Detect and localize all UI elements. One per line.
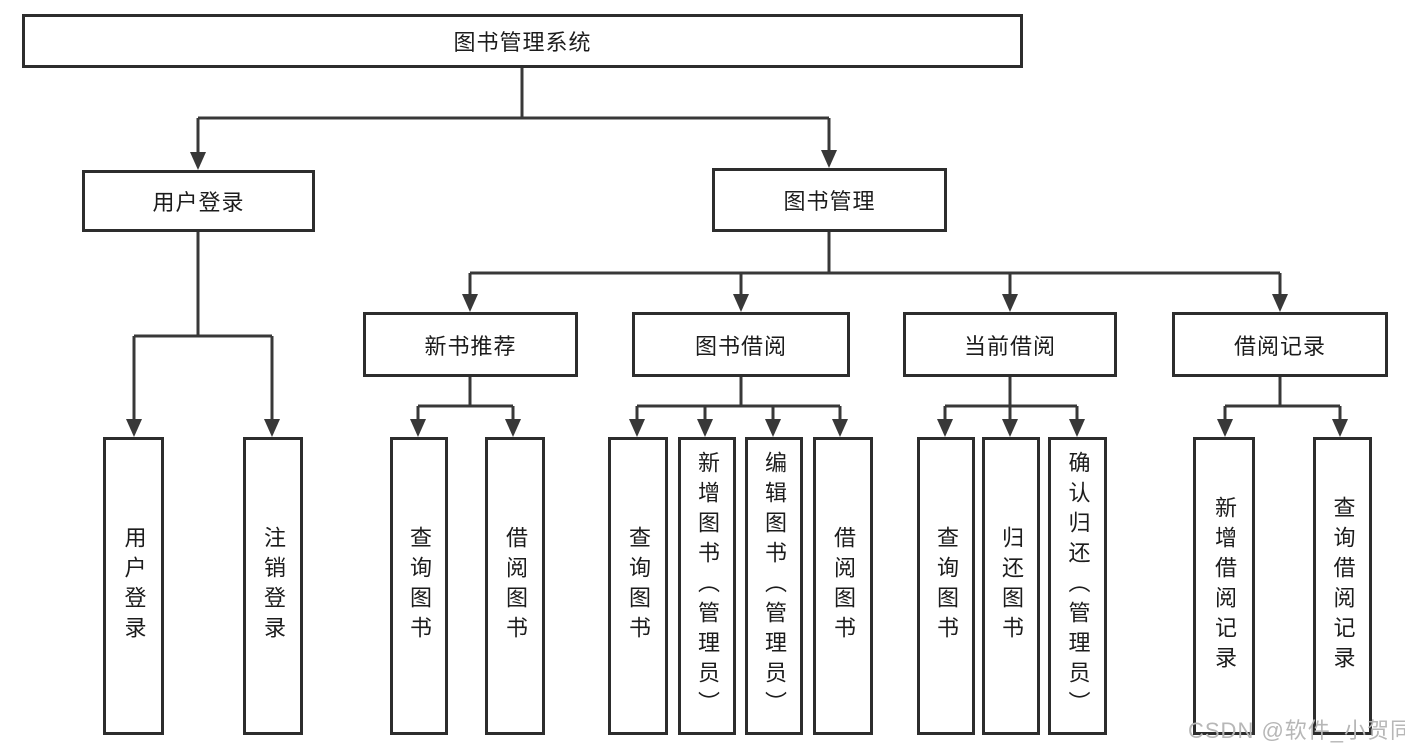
leaf-confirm-return-admin-label: 确认归还（管理员） bbox=[1065, 451, 1091, 721]
arrowheads bbox=[126, 150, 1348, 437]
node-current-borrowing: 当前借阅 bbox=[903, 312, 1117, 377]
node-root-label: 图书管理系统 bbox=[453, 30, 592, 55]
node-book-borrowing-label: 图书借阅 bbox=[694, 333, 787, 359]
leaf-user-login-label: 用户登录 bbox=[121, 526, 147, 646]
leaf-user-login: 用户登录 bbox=[103, 437, 164, 735]
leaf-query-books-recommend-label: 查询图书 bbox=[407, 526, 432, 646]
leaf-add-books-admin-label: 新增图书（管理员） bbox=[695, 451, 720, 721]
node-borrowing-records-label: 借阅记录 bbox=[1233, 333, 1326, 359]
leaf-query-books-recommend: 查询图书 bbox=[390, 437, 448, 735]
leaf-query-borrow-record-label: 查询借阅记录 bbox=[1330, 496, 1356, 676]
leaf-add-books-admin: 新增图书（管理员） bbox=[678, 437, 736, 735]
leaf-borrow-books: 借阅图书 bbox=[813, 437, 873, 735]
leaf-add-borrow-record: 新增借阅记录 bbox=[1193, 437, 1255, 735]
leaf-return-books-label: 归还图书 bbox=[999, 526, 1024, 646]
node-current-borrowing-label: 当前借阅 bbox=[963, 333, 1056, 359]
leaf-edit-books-admin: 编辑图书（管理员） bbox=[745, 437, 803, 735]
leaf-query-books-borrowing: 查询图书 bbox=[608, 437, 668, 735]
node-new-book-recommendation: 新书推荐 bbox=[363, 312, 578, 377]
node-user-login-label: 用户登录 bbox=[152, 190, 245, 215]
leaf-logout: 注销登录 bbox=[243, 437, 303, 735]
leaf-borrow-books-label: 借阅图书 bbox=[831, 526, 856, 646]
node-new-book-recommendation-label: 新书推荐 bbox=[424, 333, 517, 359]
node-book-borrowing: 图书借阅 bbox=[632, 312, 850, 377]
leaf-borrow-books-recommend-label: 借阅图书 bbox=[503, 526, 528, 646]
leaf-logout-label: 注销登录 bbox=[261, 526, 286, 646]
node-user-login: 用户登录 bbox=[82, 170, 315, 232]
leaf-return-books: 归还图书 bbox=[982, 437, 1040, 735]
leaf-edit-books-admin-label: 编辑图书（管理员） bbox=[762, 451, 787, 721]
leaf-borrow-books-recommend: 借阅图书 bbox=[485, 437, 545, 735]
leaf-query-borrow-record: 查询借阅记录 bbox=[1313, 437, 1372, 735]
leaf-query-books-current: 查询图书 bbox=[917, 437, 975, 735]
node-root: 图书管理系统 bbox=[22, 14, 1023, 68]
leaf-confirm-return-admin: 确认归还（管理员） bbox=[1048, 437, 1107, 735]
node-borrowing-records: 借阅记录 bbox=[1172, 312, 1388, 377]
node-book-management: 图书管理 bbox=[712, 168, 947, 232]
leaf-query-books-current-label: 查询图书 bbox=[934, 526, 959, 646]
node-book-management-label: 图书管理 bbox=[783, 189, 876, 214]
watermark: CSDN @软件_小贺同学 bbox=[1188, 718, 1405, 743]
leaf-query-books-borrowing-label: 查询图书 bbox=[626, 526, 651, 646]
leaf-add-borrow-record-label: 新增借阅记录 bbox=[1212, 496, 1237, 676]
